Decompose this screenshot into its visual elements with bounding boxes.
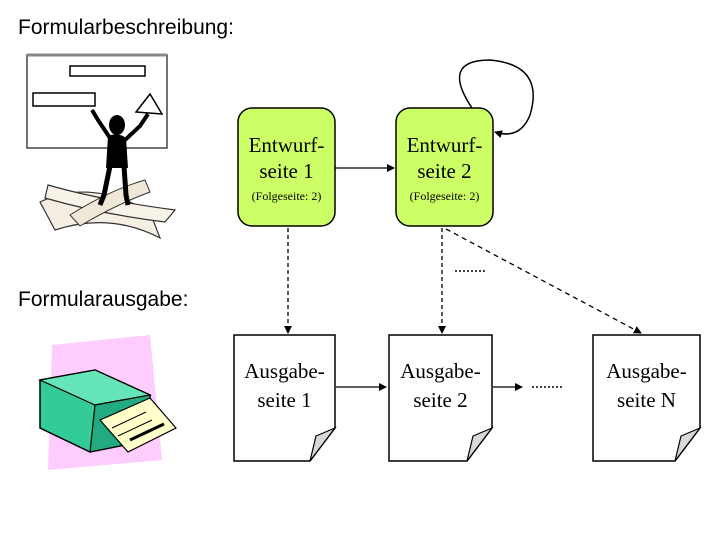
presenter-figure-icon <box>26 53 177 240</box>
design-page-1-title: Entwurf- seite 1 <box>248 133 325 183</box>
output-page-n-title: Ausgabe- seite N <box>606 359 687 412</box>
design-page-1-box <box>237 107 336 227</box>
arrow-design2-to-outputN <box>445 228 642 334</box>
design-page-2-title: Entwurf- seite 2 <box>406 133 483 183</box>
output-page-2-title: Ausgabe- seite 2 <box>400 359 481 412</box>
output-page-1-title: Ausgabe- seite 1 <box>244 359 325 412</box>
design-page-2-next: (Folgeseite: 2) <box>409 189 480 203</box>
output-heading: Formularausgabe: <box>18 288 189 311</box>
output-page-2-sheet <box>388 334 494 462</box>
printer-icon <box>38 335 177 470</box>
design-page-2-box <box>395 107 494 227</box>
description-heading: Formularbeschreibung: <box>18 16 234 39</box>
self-loop-arrow-design2 <box>458 59 534 138</box>
output-page-1-sheet <box>233 334 337 462</box>
output-page-n-sheet <box>592 334 702 462</box>
design-page-1-next: (Folgeseite: 2) <box>251 189 322 203</box>
